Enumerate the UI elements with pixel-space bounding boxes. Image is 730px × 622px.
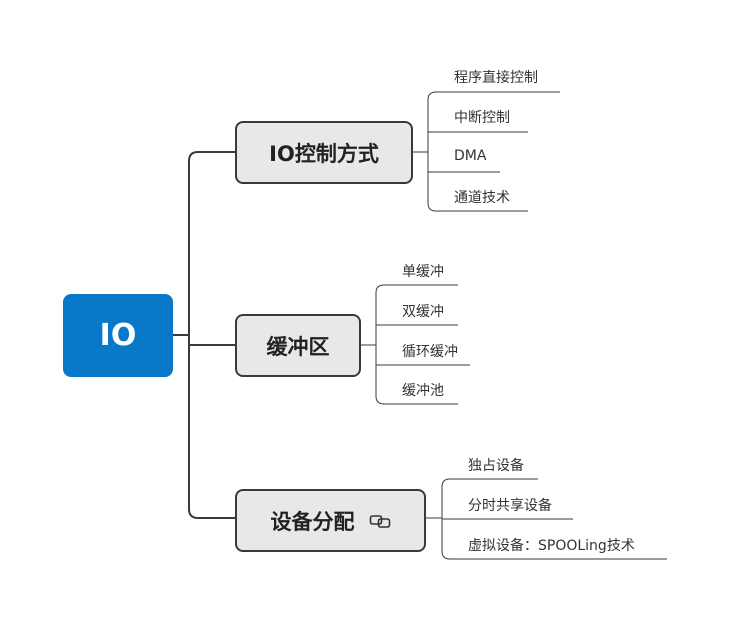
branch-io-control[interactable]: IO控制方式 xyxy=(235,121,413,184)
branch-buffer[interactable]: 缓冲区 xyxy=(235,314,361,377)
leaf-program-direct-control[interactable]: 程序直接控制 xyxy=(454,70,538,86)
leaf-interrupt-control[interactable]: 中断控制 xyxy=(454,110,510,126)
leaf-shared-device[interactable]: 分时共享设备 xyxy=(468,498,552,514)
leaf-dma[interactable]: DMA xyxy=(454,148,487,164)
root-node[interactable]: IO xyxy=(63,294,173,377)
link-icon[interactable] xyxy=(369,513,391,529)
leaf-circular-buffer[interactable]: 循环缓冲 xyxy=(402,344,458,360)
leaf-channel-technology[interactable]: 通道技术 xyxy=(454,190,510,206)
leaf-exclusive-device[interactable]: 独占设备 xyxy=(468,458,524,474)
branch-device-allocation[interactable]: 设备分配 xyxy=(235,489,426,552)
root-label: IO xyxy=(99,318,137,353)
leaf-single-buffer[interactable]: 单缓冲 xyxy=(402,264,444,280)
leaf-virtual-device[interactable]: 虚拟设备：SPOOLing技术 xyxy=(468,538,635,554)
leaf-double-buffer[interactable]: 双缓冲 xyxy=(402,304,444,320)
branch-label: 缓冲区 xyxy=(266,334,330,359)
branch-label: 设备分配 xyxy=(270,509,355,534)
leaf-buffer-pool[interactable]: 缓冲池 xyxy=(402,383,444,399)
branch-label: IO控制方式 xyxy=(269,141,379,166)
